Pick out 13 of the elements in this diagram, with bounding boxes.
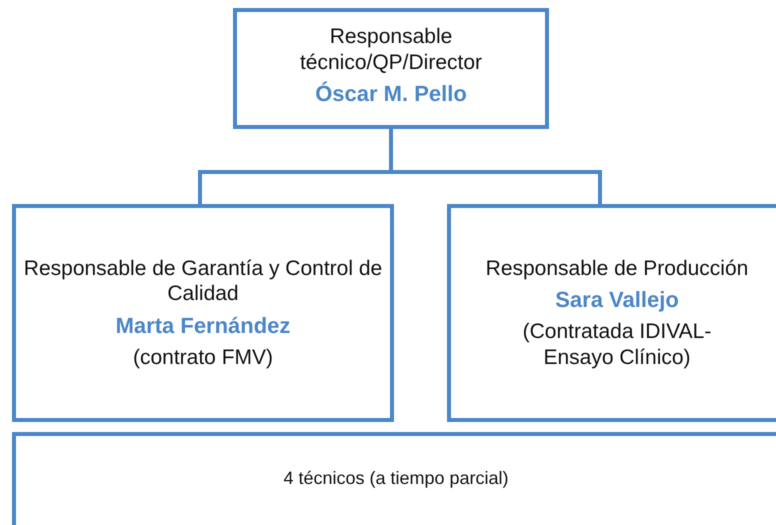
role-box — [12, 204, 394, 422]
person-name: Marta Fernández — [116, 312, 290, 339]
role-title: Responsable de Garantía y Control de Calidad — [22, 256, 384, 307]
person-box — [233, 8, 549, 129]
team-box — [12, 432, 776, 525]
role-title: Responsable de Producción — [486, 256, 748, 282]
note-text: (contrato FMV) — [132, 344, 274, 370]
person-name: Sara Vallejo — [555, 287, 679, 314]
role-title: Responsable técnico/QP/Director — [298, 24, 484, 75]
person-name: Óscar M. Pello — [315, 80, 467, 107]
role-box — [447, 204, 776, 422]
role-title: 4 técnicos (a tiempo parcial) — [283, 468, 509, 490]
note-text: (Contratada IDIVAL- Ensayo Clínico) — [522, 319, 712, 370]
